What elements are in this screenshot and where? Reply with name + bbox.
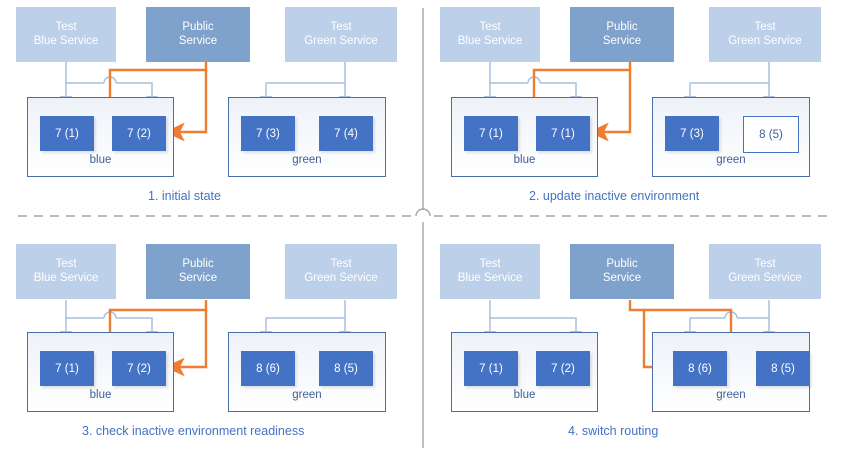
service-label-line1: Test [479,20,501,33]
panel-4-test-green-connector [689,300,770,331]
service-label-line2: Green Service [728,271,802,284]
panel-3-public-service[interactable]: Public Service [146,244,250,299]
service-label: Test Blue Service [458,21,523,48]
panel-3-green-environment: 8 (6) 8 (5) green [228,332,386,412]
service-label: Test Green Service [304,258,378,285]
panel-1-blue-environment: 7 (1) 7 (2) blue [27,97,174,177]
service-label-line2: Blue Service [33,34,99,47]
service-label-line1: Public [182,20,214,33]
panel-3-caption: 3. check inactive environment readiness [82,424,305,438]
panel-1-green-version-1[interactable]: 7 (3) [241,116,295,151]
service-label-line1: Test [330,20,352,33]
panel-4-green-version-2[interactable]: 8 (5) [756,351,810,386]
service-label-line2: Service [178,271,218,284]
service-label-line1: Public [606,257,638,270]
panel-3-test-blue-service[interactable]: Test Blue Service [16,244,116,299]
service-label: Public Service [179,21,217,48]
service-label-line1: Test [330,257,352,270]
service-label-line1: Test [754,257,776,270]
panel-3-test-green-service[interactable]: Test Green Service [285,244,397,299]
service-label-line1: Test [754,20,776,33]
panel-4-blue-version-2[interactable]: 7 (2) [536,351,590,386]
service-label-line1: Test [479,257,501,270]
panel-3-test-green-connector [265,300,346,331]
service-label-line1: Public [606,20,638,33]
panel-2-green-environment: 7 (3) 8 (5) green [652,97,810,177]
panel-2-test-blue-service[interactable]: Test Blue Service [440,7,540,62]
panel-2-green-version-1[interactable]: 7 (3) [665,116,719,151]
panel-1-blue-version-1[interactable]: 7 (1) [40,116,94,151]
service-label: Test Blue Service [34,21,99,48]
panel-4-test-blue-connector [489,300,577,331]
service-label-line2: Green Service [304,34,378,47]
service-label: Public Service [603,21,641,48]
service-label-line2: Service [602,271,642,284]
panel-2-public-service[interactable]: Public Service [570,7,674,62]
panel-4-green-env-label: green [716,389,746,401]
panel-4-public-service[interactable]: Public Service [570,244,674,299]
panel-3-blue-env-label: blue [89,389,112,401]
panel-1-blue-version-2[interactable]: 7 (2) [112,116,166,151]
panel-1-green-env-label: green [292,154,322,166]
service-label-line2: Blue Service [457,34,523,47]
service-label-line2: Blue Service [33,271,99,284]
panel-1-public-service[interactable]: Public Service [146,7,250,62]
service-label-line1: Test [55,20,77,33]
panel-3-blue-version-2[interactable]: 7 (2) [112,351,166,386]
panel-2-blue-version-1[interactable]: 7 (1) [464,116,518,151]
panel-2-green-env-label: green [716,154,746,166]
divider-jump-arc [415,208,431,217]
service-label: Test Green Service [304,21,378,48]
service-label-line2: Blue Service [457,271,523,284]
panel-1-green-version-2[interactable]: 7 (4) [319,116,373,151]
service-label: Public Service [179,258,217,285]
panel-4-caption: 4. switch routing [568,424,659,438]
panel-1-test-green-connector [265,62,346,96]
service-label-line2: Green Service [728,34,802,47]
panel-divider-group [18,8,832,448]
panel-4-green-environment: 8 (6) 8 (5) green [652,332,810,412]
panel-1-green-environment: 7 (3) 7 (4) green [228,97,386,177]
panel-3-blue-environment: 7 (1) 7 (2) blue [27,332,174,412]
panel-2-blue-env-label: blue [513,154,536,166]
panel-4-green-version-1[interactable]: 8 (6) [673,351,727,386]
service-label: Test Green Service [728,258,802,285]
service-label-line2: Green Service [304,271,378,284]
panel-3-green-version-1[interactable]: 8 (6) [241,351,295,386]
panel-4-test-blue-service[interactable]: Test Blue Service [440,244,540,299]
service-label-line1: Public [182,257,214,270]
service-label: Test Blue Service [458,258,523,285]
service-label: Public Service [603,258,641,285]
panel-1-caption: 1. initial state [148,189,221,203]
panel-3-green-version-2[interactable]: 8 (5) [319,351,373,386]
panel-2-test-green-connector [689,62,770,96]
service-label-line2: Service [602,34,642,47]
panel-2-green-version-2[interactable]: 8 (5) [743,116,799,153]
service-label-line2: Service [178,34,218,47]
panel-4-blue-environment: 7 (1) 7 (2) blue [451,332,598,412]
panel-1-test-green-service[interactable]: Test Green Service [285,7,397,62]
service-label: Test Green Service [728,21,802,48]
panel-4-test-green-service[interactable]: Test Green Service [709,244,821,299]
panel-3-blue-version-1[interactable]: 7 (1) [40,351,94,386]
panel-4-blue-env-label: blue [513,389,536,401]
panel-2-test-green-service[interactable]: Test Green Service [709,7,821,62]
panel-3-green-env-label: green [292,389,322,401]
panel-2-blue-environment: 7 (1) 7 (1) blue [451,97,598,177]
panel-4-blue-version-1[interactable]: 7 (1) [464,351,518,386]
service-label-line1: Test [55,257,77,270]
panel-2-caption: 2. update inactive environment [529,189,700,203]
service-label: Test Blue Service [34,258,99,285]
panel-1-blue-env-label: blue [89,154,112,166]
panel-1-test-blue-service[interactable]: Test Blue Service [16,7,116,62]
panel-2-blue-version-2[interactable]: 7 (1) [536,116,590,151]
